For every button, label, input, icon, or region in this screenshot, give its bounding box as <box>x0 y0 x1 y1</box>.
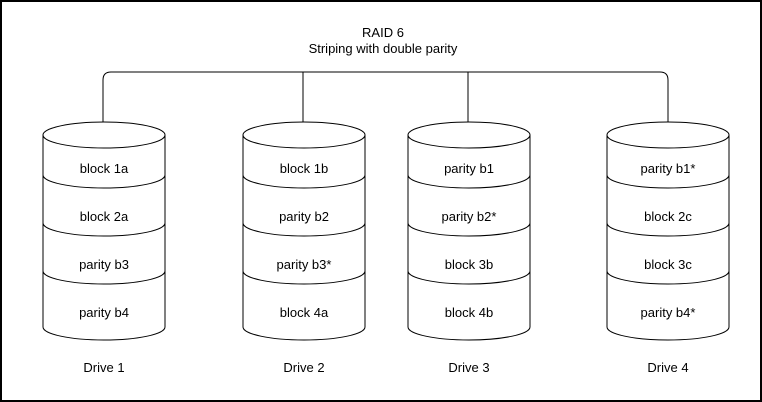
drive2-label: Drive 2 <box>283 360 325 375</box>
drive-cylinder-icon <box>606 121 730 341</box>
drive-cylinder-icon <box>242 121 366 341</box>
diagram-title: RAID 6 <box>362 25 404 40</box>
bus-connector-line <box>102 71 669 122</box>
drive4-label: Drive 4 <box>647 360 689 375</box>
drive1-block-4: parity b4 <box>79 305 129 320</box>
drive2-block-3: parity b3* <box>276 257 332 272</box>
drive3-block-1: parity b1 <box>444 161 494 176</box>
drive-4: parity b1* block 2c block 3c parity b4* … <box>606 121 730 391</box>
drive1-label: Drive 1 <box>83 360 125 375</box>
diagram-subtitle: Striping with double parity <box>308 41 458 56</box>
drive4-block-3: block 3c <box>644 257 692 272</box>
drive1-block-2: block 2a <box>79 209 129 224</box>
drive4-block-1: parity b1* <box>640 161 696 176</box>
drive4-block-2: block 2c <box>644 209 692 224</box>
drive-2: block 1b parity b2 parity b3* block 4a D… <box>242 121 366 391</box>
drive3-block-2: parity b2* <box>441 209 497 224</box>
drive2-block-4: block 4a <box>279 305 329 320</box>
drive-3: parity b1 parity b2* block 3b block 4b D… <box>407 121 531 391</box>
drive3-label: Drive 3 <box>448 360 490 375</box>
drive2-block-1: block 1b <box>279 161 329 176</box>
drive1-block-1: block 1a <box>79 161 129 176</box>
drive3-block-3: block 3b <box>444 257 494 272</box>
drive1-block-3: parity b3 <box>79 257 129 272</box>
drive3-block-4: block 4b <box>444 305 494 320</box>
drive2-block-2: parity b2 <box>279 209 329 224</box>
drive-cylinder-icon <box>407 121 531 341</box>
diagram-title-block: RAID 6 Striping with double parity <box>2 25 760 57</box>
drive-1: block 1a block 2a parity b3 parity b4 Dr… <box>42 121 166 391</box>
drive-cylinder-icon <box>42 121 166 341</box>
drive4-block-4: parity b4* <box>640 305 696 320</box>
